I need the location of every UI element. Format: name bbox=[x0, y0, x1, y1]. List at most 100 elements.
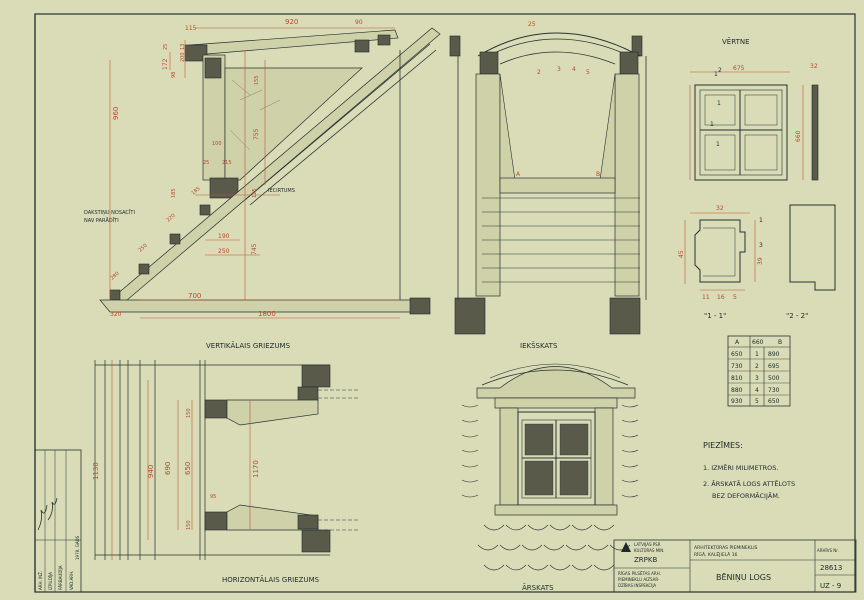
table-cell: 890 bbox=[768, 351, 780, 358]
office-line-1: RĪGAS PILSĒTAS ARH. bbox=[618, 571, 661, 576]
project-line-1: ARHITEKTŪRAS PIEMINEKLIS bbox=[694, 544, 758, 551]
title-section-2: "2 - 2" bbox=[786, 312, 808, 320]
sash-mark-1: 1 bbox=[714, 71, 718, 78]
dim-v-19: 185 bbox=[190, 186, 201, 197]
note-1: 1. IZMĒRI MILIMETROS. bbox=[703, 463, 778, 472]
dim-v-15: 125 bbox=[252, 188, 258, 198]
notes-title: PIEZĪMES: bbox=[703, 440, 743, 450]
dim-h-2: 650 bbox=[184, 462, 192, 475]
dim-h-6: 150 bbox=[186, 520, 192, 530]
dimension-table: A 660 B 650 1 890 730 2 695 810 3 500 88… bbox=[727, 335, 791, 407]
side-label-0: ARH. INŽ. bbox=[38, 571, 43, 590]
side-label-2: PĀRBAUDĪJA bbox=[58, 565, 63, 590]
dim-v-1: 920 bbox=[285, 18, 298, 26]
table-cell: 3 bbox=[755, 375, 759, 382]
side-label-3: VAD.ARH. bbox=[69, 571, 74, 590]
prof-3: 11 bbox=[702, 294, 710, 301]
dim-v-18: 220 bbox=[165, 213, 176, 224]
dim-v-5: 98 bbox=[171, 72, 177, 78]
sash-drawing bbox=[689, 71, 819, 181]
sash-mark-2: 2 bbox=[718, 67, 722, 74]
prof-2: 3 bbox=[759, 242, 763, 249]
dim-i-2: 3 bbox=[557, 66, 561, 73]
sash-mark-4: 1 bbox=[710, 121, 714, 128]
office-line-2: PIEMINEKĻU AIZSAR- bbox=[618, 577, 660, 582]
title-block: LATVIJAS PSR KULTŪRAS MIN. ZRPKB RĪGAS P… bbox=[613, 539, 857, 593]
profile-labels: 32 1 3 11 16 5 45 39 "1 - 1" "2 - 2" bbox=[678, 205, 808, 320]
dim-v-12: 25 bbox=[203, 160, 209, 166]
dim-v-16: 280 bbox=[109, 271, 120, 282]
archive-number: 28613 bbox=[820, 564, 842, 572]
dim-i-6: B bbox=[596, 171, 600, 178]
sash-thickness: 32 bbox=[810, 63, 818, 70]
dim-v-13: 215 bbox=[222, 160, 232, 166]
table-cell: 5 bbox=[755, 398, 759, 405]
title-vertical-section: VERTIKĀLAIS GRIEZUMS bbox=[206, 341, 291, 350]
table-cell: 650 bbox=[768, 398, 780, 405]
dim-v-21: 250 bbox=[218, 248, 230, 255]
prof-0: 32 bbox=[716, 205, 724, 212]
dim-i-3: 4 bbox=[572, 66, 576, 73]
table-header-660: 660 bbox=[752, 339, 764, 346]
dim-v-25: 700 bbox=[188, 292, 201, 300]
table-cell: 695 bbox=[768, 363, 780, 370]
dim-v-3: 25 bbox=[163, 44, 169, 50]
side-label-4: 1978. GADS bbox=[75, 535, 80, 560]
note-no-rafters-2: NAV PARĀDĪTI bbox=[84, 217, 119, 224]
dim-v-14: 185 bbox=[171, 188, 177, 198]
dim-v-22: 745 bbox=[251, 243, 258, 255]
dim-i-5: A bbox=[516, 171, 521, 178]
vertical-section-dimensions: 115 920 90 25 172 98 960 13 200 100 755 … bbox=[84, 18, 363, 318]
table-cell: 1 bbox=[755, 351, 759, 358]
title-outer-view: ĀRSKATS bbox=[522, 583, 554, 592]
title-sash: VĒRTNE bbox=[722, 37, 750, 46]
dim-h-7: 95 bbox=[210, 494, 216, 500]
prof-6: 45 bbox=[678, 250, 685, 258]
table-cell: 4 bbox=[755, 387, 759, 394]
outer-view-drawing bbox=[461, 363, 639, 571]
dim-v-17: 250 bbox=[137, 243, 148, 254]
dim-h-0: 1130 bbox=[92, 462, 100, 480]
dim-v-7: 13 bbox=[180, 44, 186, 50]
prof-5: 5 bbox=[733, 294, 737, 301]
note-3: BEZ DEFORMĀCIJĀM. bbox=[712, 491, 780, 500]
table-cell: 730 bbox=[768, 387, 780, 394]
title-horizontal-section: HORIZONTĀLAIS GRIEZUMS bbox=[222, 575, 320, 584]
dim-i-0: 25 bbox=[528, 21, 536, 28]
dim-v-2: 90 bbox=[355, 19, 363, 26]
horizontal-section-dimensions: 1130 940 650 690 1170 150 150 95 bbox=[92, 408, 260, 530]
sheet-code: UZ - 9 bbox=[820, 582, 841, 590]
dim-v-23: 320 bbox=[110, 311, 122, 318]
sash-labels: 1 2 675 32 1 1 1 660 bbox=[710, 63, 818, 148]
sash-mark-5: 1 bbox=[716, 141, 720, 148]
table-cell: 650 bbox=[731, 351, 743, 358]
dim-v-4: 172 bbox=[162, 58, 169, 70]
dim-i-1: 2 bbox=[537, 69, 541, 76]
note-2: 2. ĀRSKATĀ LOGS ATTĒLOTS bbox=[703, 479, 795, 488]
dim-h-1: 940 bbox=[147, 465, 155, 478]
table-cell: 500 bbox=[768, 375, 780, 382]
dim-v-20: 190 bbox=[218, 233, 230, 240]
dim-i-4: 5 bbox=[586, 69, 590, 76]
prof-1: 1 bbox=[759, 217, 763, 224]
table-header-a: A bbox=[735, 339, 740, 346]
dim-v-6: 960 bbox=[112, 107, 120, 120]
dim-h-5: 150 bbox=[186, 408, 192, 418]
table-cell: 730 bbox=[731, 363, 743, 370]
prof-4: 16 bbox=[717, 294, 725, 301]
sash-width: 675 bbox=[733, 65, 745, 72]
org-line-3: ZRPKB bbox=[634, 556, 657, 564]
table-cell: 2 bbox=[755, 363, 759, 370]
project-line-2: RĪGĀ, KALĒJIELĀ 16 bbox=[694, 551, 738, 558]
sash-mark-3: 1 bbox=[717, 100, 721, 107]
dim-v-8: 200 bbox=[180, 52, 186, 62]
dim-v-10: 755 bbox=[253, 128, 260, 140]
prof-7: 39 bbox=[757, 257, 764, 265]
inner-view-labels: 25 2 3 4 5 A B bbox=[516, 21, 600, 178]
side-stamp: ARH. INŽ. IZPILDĪJA PĀRBAUDĪJA VAD.ARH. … bbox=[34, 449, 82, 593]
inner-view-drawing bbox=[449, 32, 647, 335]
table-header-b: B bbox=[778, 339, 782, 346]
table-cell: 810 bbox=[731, 375, 743, 382]
dim-v-0: 115 bbox=[185, 25, 197, 32]
